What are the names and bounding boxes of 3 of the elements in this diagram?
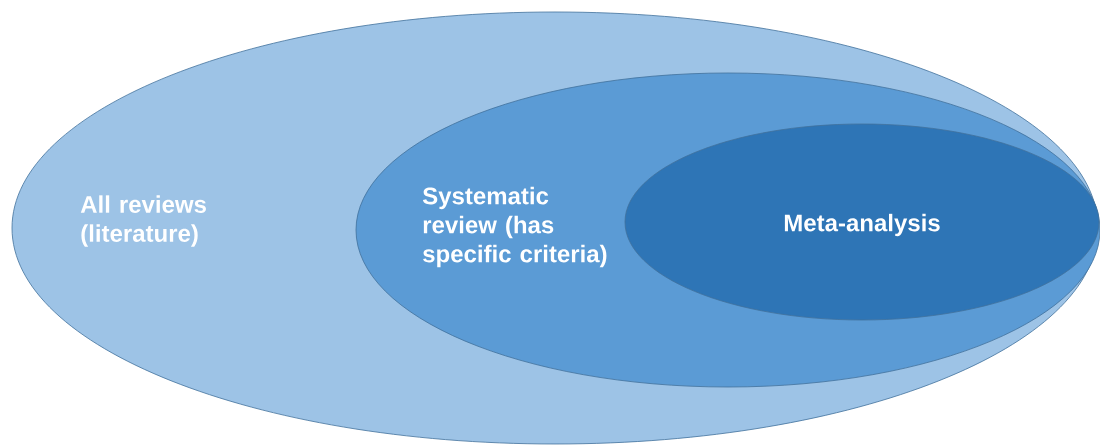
ellipse-label: All reviews (literature) bbox=[80, 195, 206, 247]
ellipse-label: Meta-analysis bbox=[784, 213, 940, 237]
ellipse-label: Systematic review (has specific criteria) bbox=[422, 186, 607, 268]
